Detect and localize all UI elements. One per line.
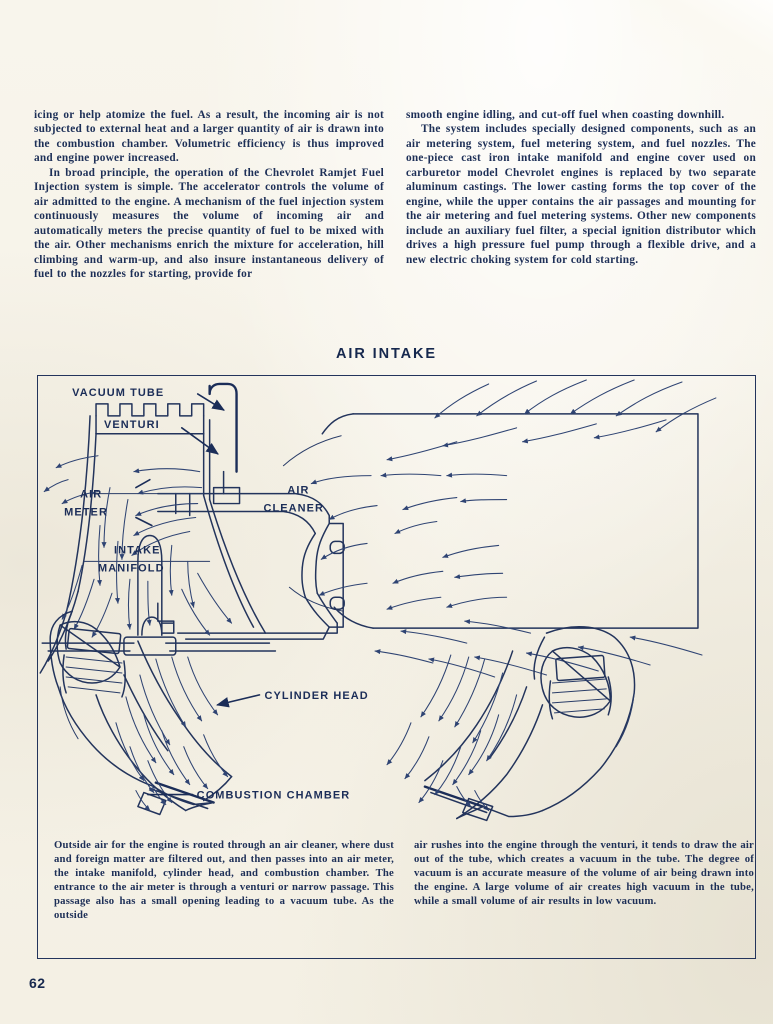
label-air-cleaner: AIR CLEANER	[263, 485, 324, 515]
label-combustion-chamber: COMBUSTION CHAMBER	[147, 790, 351, 802]
caption-right-column: air rushes into the engine through the v…	[414, 838, 754, 923]
body-right-column: smooth engine idling, and cut-off fuel w…	[406, 108, 756, 281]
body-paragraph: The system includes specially designed c…	[406, 123, 756, 266]
figure-caption: Outside air for the engine is routed thr…	[54, 838, 754, 923]
body-paragraph: smooth engine idling, and cut-off fuel w…	[406, 109, 725, 121]
vacuum-tube	[208, 382, 241, 505]
air-intake-diagram: VACUUM TUBE VENTURI AIR METER AIR CLEANE…	[37, 375, 756, 959]
right-head-flow-arrows	[386, 654, 518, 812]
label-intake-manifold: INTAKE MANIFOLD	[98, 544, 165, 574]
caption-paragraph: air rushes into the engine through the v…	[414, 839, 754, 908]
air-cleaner-housing	[282, 413, 699, 629]
body-paragraph: icing or help atomize the fuel. As a res…	[34, 109, 384, 165]
left-valve-spring	[62, 627, 126, 698]
body-text-columns: icing or help atomize the fuel. As a res…	[34, 108, 756, 281]
label-cylinder-head: CYLINDER HEAD	[216, 690, 368, 708]
label-venturi-text: VENTURI	[104, 419, 160, 431]
label-cylinder-head-text: CYLINDER HEAD	[264, 690, 368, 702]
body-left-column: icing or help atomize the fuel. As a res…	[34, 108, 384, 281]
air-meter-venturi-body	[157, 492, 345, 640]
label-intake-manifold-line1: INTAKE	[114, 544, 161, 556]
label-air-meter: AIR METER	[64, 478, 153, 527]
air-cleaner-flow-arrows-top	[386, 379, 717, 462]
label-air-cleaner-line1: AIR	[287, 485, 309, 497]
body-paragraph: In broad principle, the operation of the…	[34, 166, 384, 280]
caption-paragraph: Outside air for the engine is routed thr…	[54, 839, 394, 922]
right-valve-spring	[548, 654, 613, 720]
label-air-meter-line2: METER	[64, 507, 108, 519]
left-head-flow-arrows	[115, 656, 229, 812]
label-intake-manifold-line2: MANIFOLD	[98, 562, 165, 574]
caption-left-column: Outside air for the engine is routed thr…	[54, 838, 394, 923]
page-number: 62	[29, 975, 46, 991]
section-title: AIR INTAKE	[336, 346, 437, 362]
right-cylinder-head	[423, 625, 636, 822]
intake-manifold-flow-arrows	[61, 468, 233, 638]
label-venturi: VENTURI	[104, 419, 219, 455]
label-vacuum-tube: VACUUM TUBE	[72, 387, 225, 411]
air-meter-flow-arrows	[43, 455, 508, 610]
label-vacuum-tube-text: VACUUM TUBE	[72, 387, 164, 399]
label-combustion-chamber-text: COMBUSTION CHAMBER	[197, 790, 351, 802]
engine-block-outline	[59, 686, 635, 818]
label-air-meter-line1: AIR	[80, 489, 102, 501]
air-cleaner-flow-arrows-bottom	[374, 619, 703, 678]
label-air-cleaner-line2: CLEANER	[263, 503, 324, 515]
